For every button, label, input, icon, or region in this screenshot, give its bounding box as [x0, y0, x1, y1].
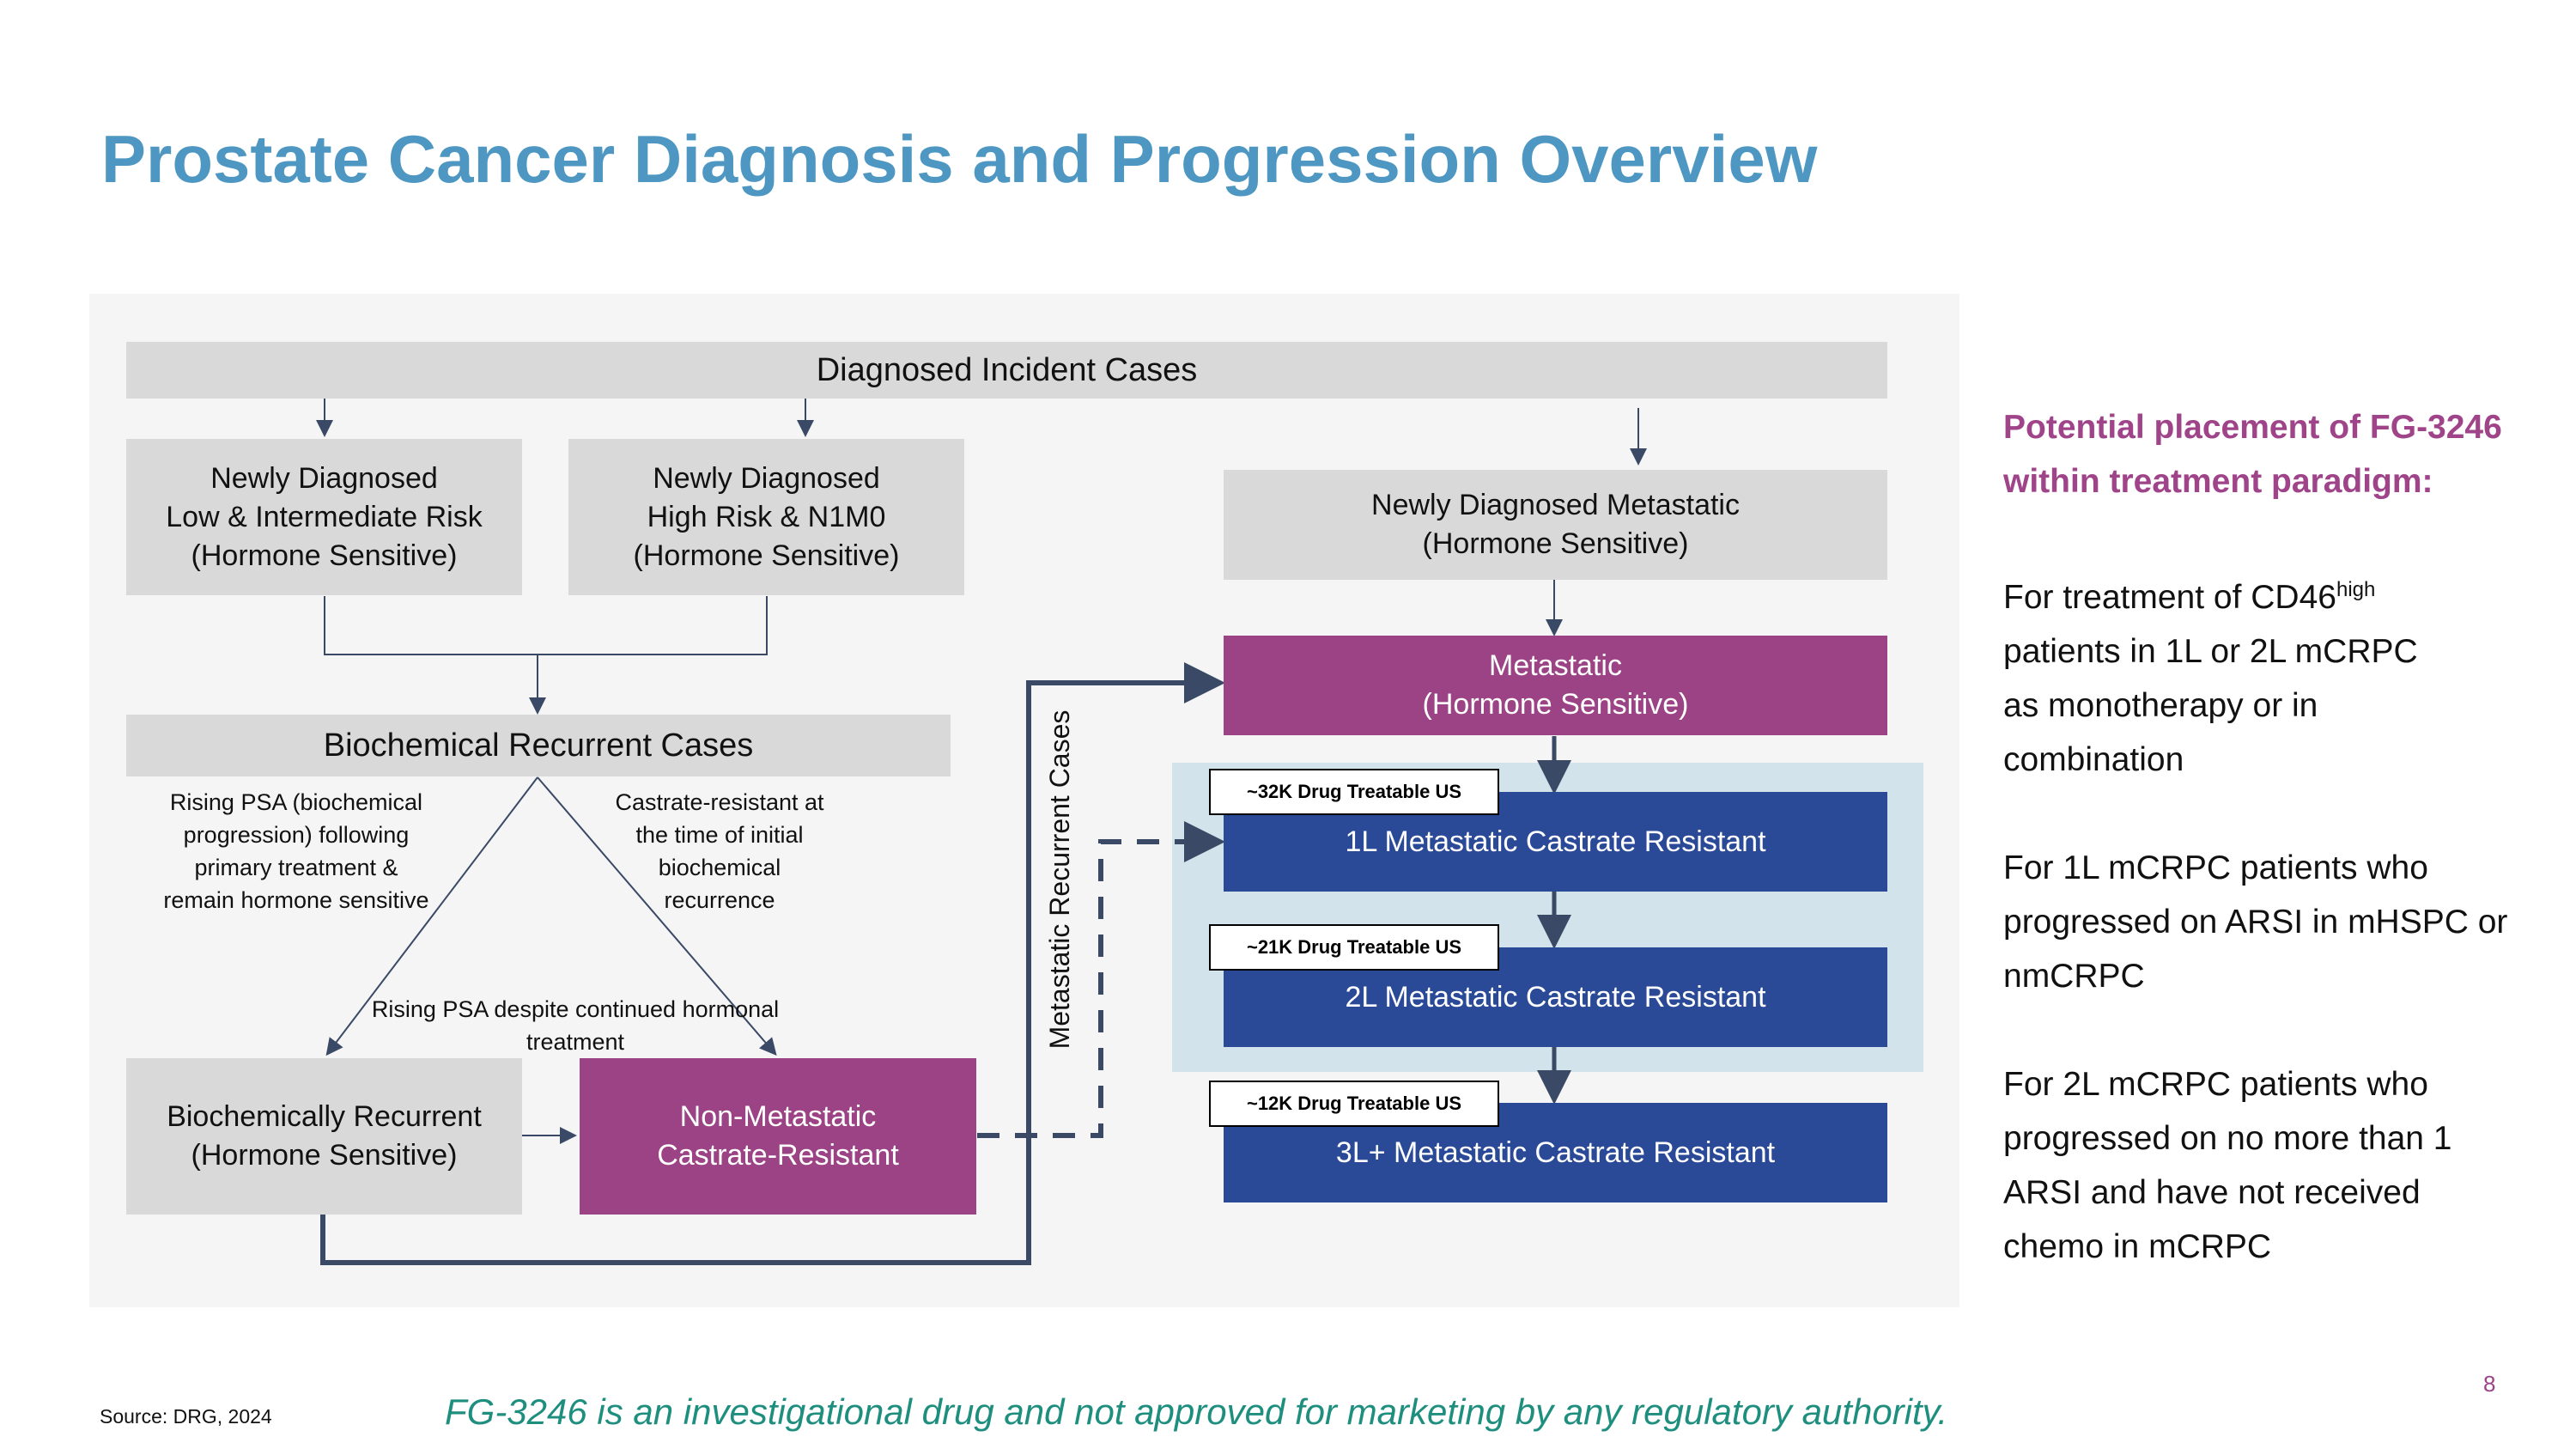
page-number: 8 [2483, 1371, 2496, 1397]
note-rising-psa: Rising PSA (biochemical progression) fol… [163, 789, 429, 913]
nmcrpc-to-1l-dashed-path [977, 839, 1209, 1138]
side-panel-paragraph-2: For 1L mCRPC patients who progressed on … [2003, 849, 2508, 995]
biochemical-recurrent-cases: Biochemical Recurrent Cases [126, 715, 951, 776]
note-rising-psa-despite-treatment: Rising PSA despite continued hormonal tr… [371, 996, 780, 1055]
page-title: Prostate Cancer Diagnosis and Progressio… [101, 121, 1818, 197]
side-panel-paragraph-3: For 2L mCRPC patients who progressed on … [2003, 1066, 2452, 1265]
arrow-biochem-to-recurrent [325, 776, 538, 1056]
drug-treatable-tag-3l: ~12K Drug Treatable US [1209, 1081, 1499, 1127]
diagnosed-incident-cases: Diagnosed Incident Cases [126, 342, 1887, 399]
disclaimer: FG-3246 is an investigational drug and n… [445, 1391, 1948, 1432]
source-note: Source: DRG, 2024 [100, 1405, 272, 1428]
drug-treatable-tag-1l: ~32K Drug Treatable US [1209, 769, 1499, 815]
biochemically-recurrent-box: Biochemically Recurrent (Hormone Sensiti… [126, 1058, 522, 1215]
non-metastatic-castrate-resistant-box: Non-Metastatic Castrate-Resistant [580, 1058, 976, 1215]
newly-diagnosed-low-risk-box: Newly Diagnosed Low & Intermediate Risk … [126, 439, 522, 595]
arrow-biochem-to-nmcrpc [537, 776, 777, 1056]
side-panel: Potential placement of FG-3246 within tr… [2003, 400, 2553, 1274]
side-panel-paragraph-1: For treatment of CD46high patients in 1L… [2003, 578, 2418, 778]
newly-diagnosed-high-risk-box: Newly Diagnosed High Risk & N1M0 (Hormon… [568, 439, 964, 595]
metastatic-hormone-sensitive-box: Metastatic (Hormone Sensitive) [1224, 636, 1887, 735]
metastatic-recurrent-path [320, 680, 1209, 1265]
metastatic-recurrent-cases-label: Metastatic Recurrent Cases [1044, 709, 1075, 1050]
side-panel-heading: Potential placement of FG-3246 within tr… [2003, 409, 2502, 500]
newly-diagnosed-metastatic-box: Newly Diagnosed Metastatic (Hormone Sens… [1224, 470, 1887, 580]
drug-treatable-tag-2l: ~21K Drug Treatable US [1209, 924, 1499, 971]
merge-line [324, 596, 768, 655]
note-castrate-resistant: Castrate-resistant at the time of initia… [615, 789, 824, 913]
